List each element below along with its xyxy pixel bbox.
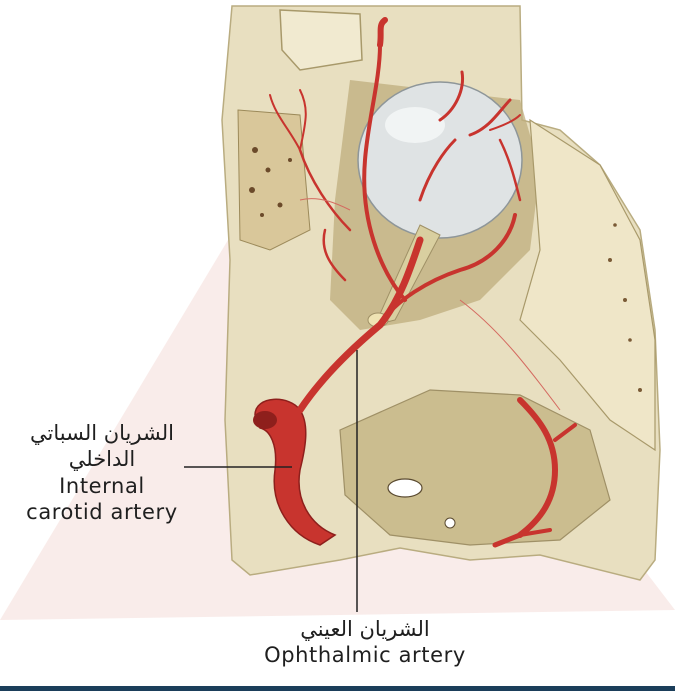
ophthalmic-label: الشريان العيني Ophthalmic artery: [250, 616, 480, 669]
ica-arabic-line1: الشريان السباتي: [2, 420, 202, 446]
bottom-rule: [0, 686, 675, 691]
ica-english-line1: Internal: [2, 473, 202, 499]
ethmoid-porous: [238, 110, 310, 250]
ophthalmic-arabic: الشريان العيني: [250, 616, 480, 642]
ica-arabic-line2: الداخلي: [2, 446, 202, 472]
foramen-small: [445, 518, 455, 528]
sinus-cells: [280, 10, 362, 70]
internal-carotid-label: الشريان السباتي الداخلي Internal carotid…: [2, 420, 202, 525]
foramen-oval: [388, 479, 422, 497]
carotid-lumen: [253, 411, 277, 429]
eyeball-highlight: [385, 107, 445, 143]
ophthalmic-english: Ophthalmic artery: [250, 642, 480, 668]
ica-english-line2: carotid artery: [2, 499, 202, 525]
